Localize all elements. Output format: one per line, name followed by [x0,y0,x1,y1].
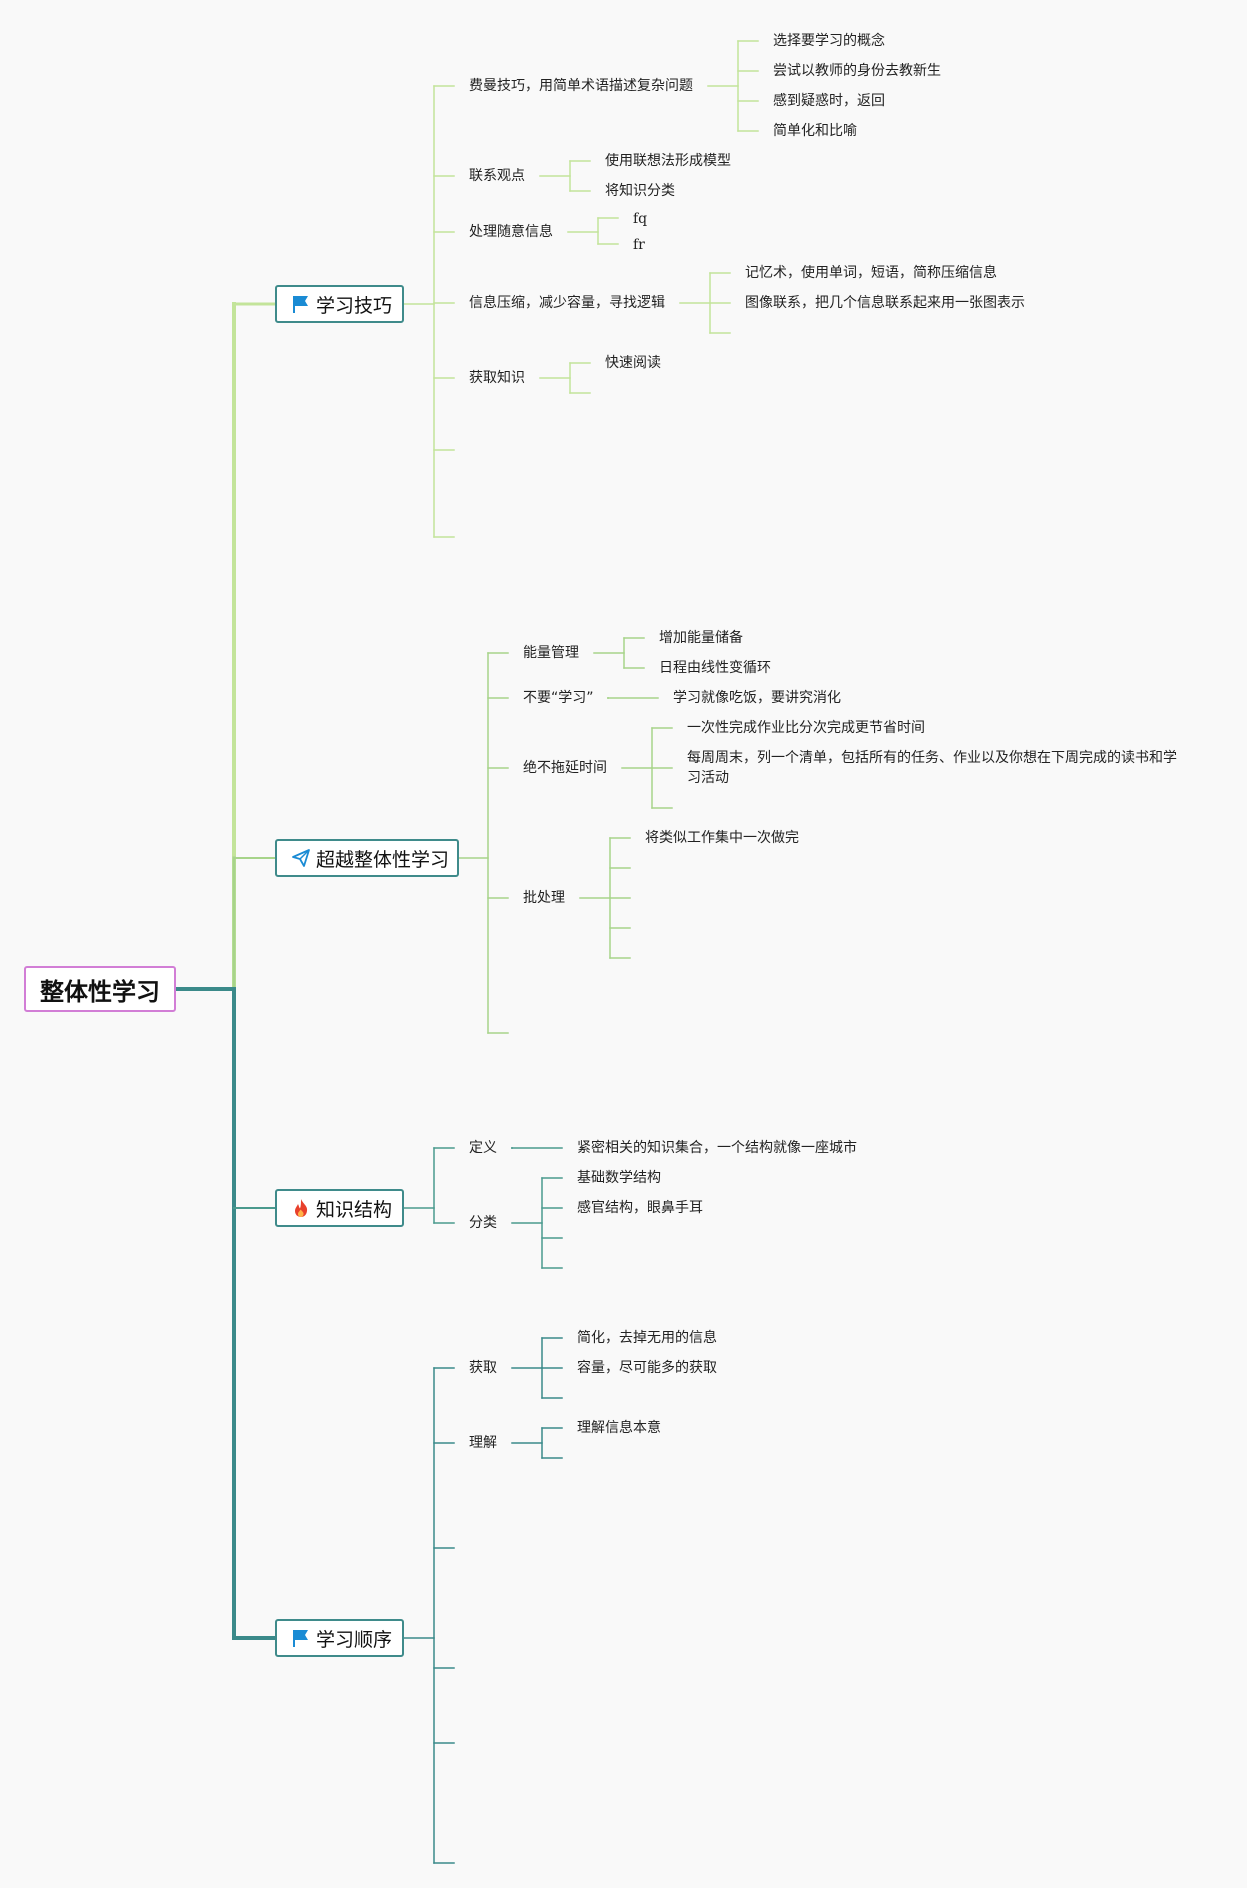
leaf-topic[interactable]: 简化，去掉无用的信息 [577,1330,717,1346]
subtopic-connect-ideas[interactable]: 联系观点 [469,168,525,184]
main-topic-study-techniques[interactable]: 学习技巧 [275,285,404,323]
subtopic-understand[interactable]: 理解 [469,1435,497,1451]
main-topic-label: 超越整体性学习 [316,848,450,871]
leaf-topic[interactable]: 记忆术，使用单词，短语，简称压缩信息 [745,265,997,281]
leaf-topic[interactable]: 使用联想法形成模型 [605,153,731,169]
leaf-topic[interactable]: 简单化和比喻 [773,123,857,139]
main-topic-label: 学习顺序 [316,1628,393,1651]
leaf-topic[interactable]: 尝试以教师的身份去教新生 [773,63,941,79]
subtopic-acquire-knowledge[interactable]: 获取知识 [469,370,525,386]
leaf-topic[interactable]: 图像联系，把几个信息联系起来用一张图表示 [745,295,1025,311]
leaf-topic[interactable]: 基础数学结构 [577,1170,661,1186]
leaf-topic[interactable]: 将知识分类 [605,183,675,199]
subtopic-compression[interactable]: 信息压缩，减少容量，寻找逻辑 [469,295,665,311]
leaf-topic[interactable]: 增加能量储备 [659,630,743,646]
subtopic-no-procrastination[interactable]: 绝不拖延时间 [523,760,607,776]
flag-icon [291,1627,311,1649]
subtopic-definition[interactable]: 定义 [469,1140,497,1156]
subtopic-batch[interactable]: 批处理 [523,890,565,906]
main-topic-knowledge-structure[interactable]: 知识结构 [275,1189,404,1227]
subtopic-energy[interactable]: 能量管理 [523,645,579,661]
subtopic-dont-study[interactable]: 不要“学习” [523,690,594,706]
subtopic-feynman[interactable]: 费曼技巧，用简单术语描述复杂问题 [469,78,693,94]
leaf-topic[interactable]: 日程由线性变循环 [659,660,771,676]
leaf-topic[interactable]: 紧密相关的知识集合，一个结构就像一座城市 [577,1140,857,1156]
main-topic-learning-order[interactable]: 学习顺序 [275,1619,404,1657]
subtopic-acquire[interactable]: 获取 [469,1360,497,1376]
main-topic-label: 知识结构 [316,1198,393,1221]
main-topic-label: 学习技巧 [316,294,393,317]
flag-icon [291,293,311,315]
leaf-topic[interactable]: fq [633,211,648,227]
subtopic-classification[interactable]: 分类 [469,1215,497,1231]
leaf-topic[interactable]: 快速阅读 [605,355,661,371]
leaf-topic[interactable]: 一次性完成作业比分次完成更节省时间 [687,720,925,736]
fire-icon [291,1197,311,1219]
leaf-topic[interactable]: 选择要学习的概念 [773,33,885,49]
leaf-topic[interactable]: 每周周末，列一个清单，包括所有的任务、作业以及你想在下周完成的读书和学习活动 [687,750,1177,786]
main-topic-beyond-holistic[interactable]: 超越整体性学习 [275,839,459,877]
leaf-topic[interactable]: 学习就像吃饭，要讲究消化 [673,690,841,706]
leaf-topic[interactable]: 感到疑惑时，返回 [773,93,885,109]
leaf-topic[interactable]: 理解信息本意 [577,1420,661,1436]
leaf-topic[interactable]: 感官结构，眼鼻手耳 [577,1200,703,1216]
leaf-topic[interactable]: fr [633,237,645,253]
paper-plane-icon [291,847,311,869]
leaf-topic[interactable]: 容量，尽可能多的获取 [577,1360,717,1376]
root-topic[interactable]: 整体性学习 [24,966,176,1012]
subtopic-random-info[interactable]: 处理随意信息 [469,224,553,240]
leaf-topic[interactable]: 将类似工作集中一次做完 [645,830,799,846]
